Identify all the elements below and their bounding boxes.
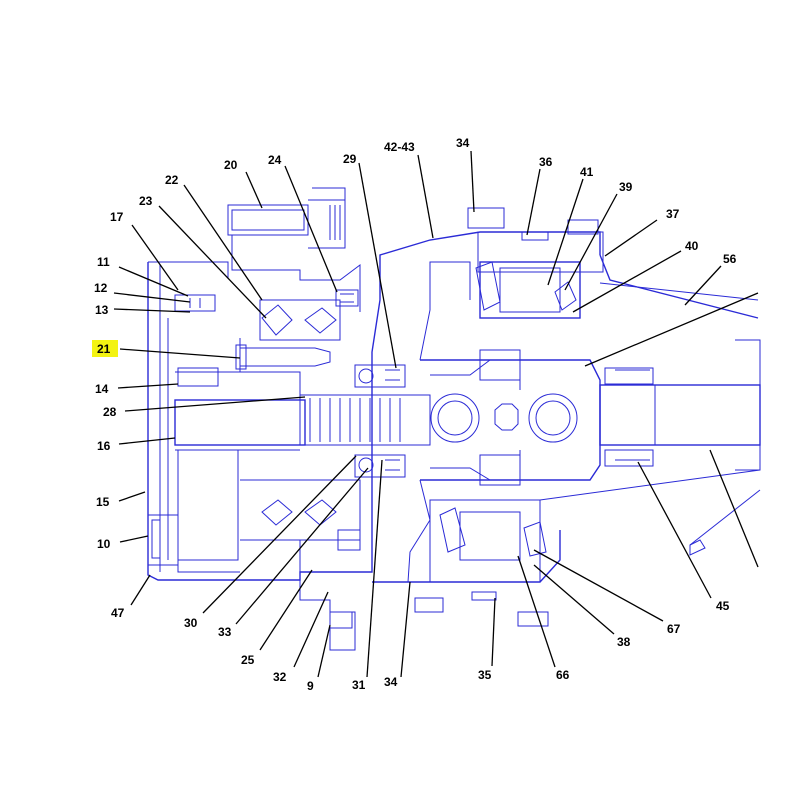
callout-22[interactable]: 22 xyxy=(165,173,179,187)
callout-24[interactable]: 24 xyxy=(268,153,282,167)
callout-40[interactable]: 40 xyxy=(685,239,699,253)
callout-23[interactable]: 23 xyxy=(139,194,153,208)
callout-29[interactable]: 29 xyxy=(343,152,357,166)
callout-12[interactable]: 12 xyxy=(94,281,108,295)
callout-16[interactable]: 16 xyxy=(97,439,111,453)
callout-13[interactable]: 13 xyxy=(95,303,109,317)
callout-42-43[interactable]: 42-43 xyxy=(384,140,415,154)
callout-67[interactable]: 67 xyxy=(667,622,681,636)
callout-39[interactable]: 39 xyxy=(619,180,633,194)
leader-lines xyxy=(113,150,759,678)
callout-41[interactable]: 41 xyxy=(580,165,594,179)
callout-66[interactable]: 66 xyxy=(556,668,570,682)
callout-30[interactable]: 30 xyxy=(184,616,198,630)
callout-25[interactable]: 25 xyxy=(241,653,255,667)
callout-labels: 20 24 29 42-43 34 36 41 39 37 40 56 22 2… xyxy=(92,136,737,693)
callout-34-top[interactable]: 34 xyxy=(456,136,470,150)
callout-20[interactable]: 20 xyxy=(224,158,238,172)
callout-21[interactable]: 21 xyxy=(97,342,111,356)
callout-35[interactable]: 35 xyxy=(478,668,492,682)
callout-45[interactable]: 45 xyxy=(716,599,730,613)
callout-11[interactable]: 11 xyxy=(97,255,110,269)
assembly-drawing xyxy=(147,187,761,651)
callout-9[interactable]: 9 xyxy=(307,679,314,693)
callout-15[interactable]: 15 xyxy=(96,495,110,509)
callout-34-bottom[interactable]: 34 xyxy=(384,675,398,689)
callout-33[interactable]: 33 xyxy=(218,625,232,639)
callout-14[interactable]: 14 xyxy=(95,382,109,396)
highlight-21 xyxy=(92,340,118,357)
callout-32[interactable]: 32 xyxy=(273,670,287,684)
callout-31[interactable]: 31 xyxy=(352,678,366,692)
callout-28[interactable]: 28 xyxy=(103,405,117,419)
callout-10[interactable]: 10 xyxy=(97,537,111,551)
callout-47[interactable]: 47 xyxy=(111,606,125,620)
callout-36[interactable]: 36 xyxy=(539,155,553,169)
callout-56[interactable]: 56 xyxy=(723,252,737,266)
callout-37[interactable]: 37 xyxy=(666,207,680,221)
callout-17[interactable]: 17 xyxy=(110,210,124,224)
callout-38[interactable]: 38 xyxy=(617,635,631,649)
